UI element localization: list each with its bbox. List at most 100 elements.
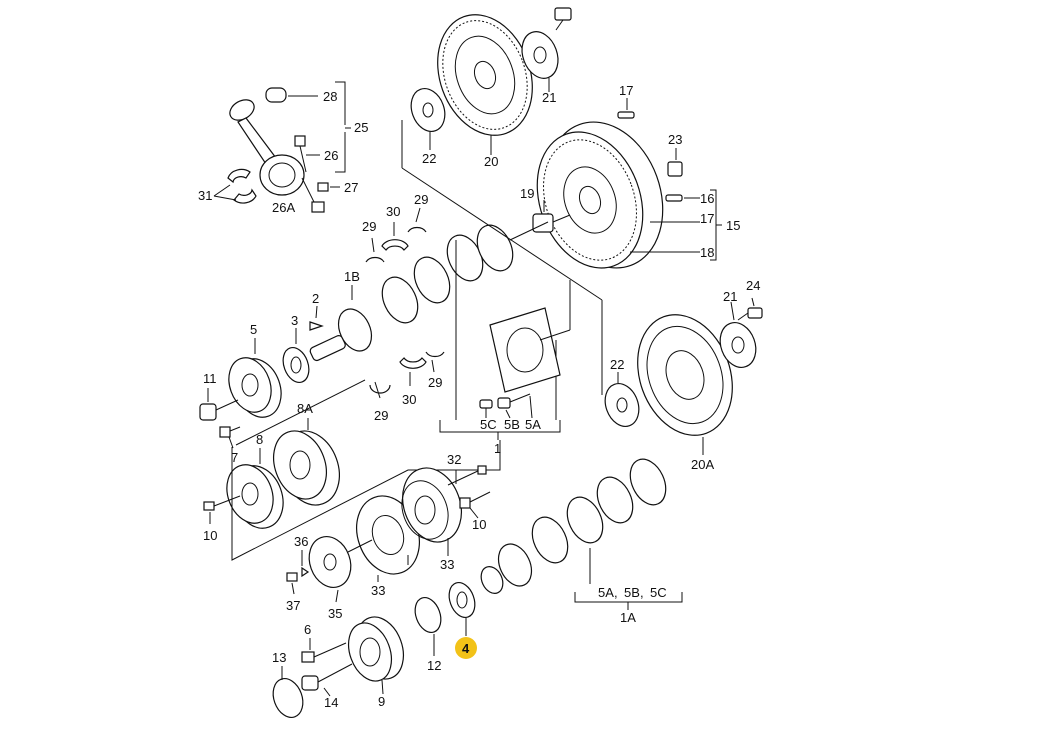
label-11: 11 [203, 371, 217, 386]
plate-22-right [604, 383, 640, 427]
crankshaft-lower [480, 458, 667, 594]
label-22-right: 22 [610, 357, 624, 372]
label-1: 1 [494, 441, 501, 456]
bolt-6 [301, 642, 347, 663]
label-20: 20 [484, 154, 498, 169]
label-21-top: 21 [542, 90, 556, 105]
pulley-5 [228, 357, 282, 418]
label-17-top: 17 [619, 83, 633, 98]
highlight-callout-4[interactable]: 4 [455, 637, 477, 659]
label-18: 18 [700, 245, 714, 260]
label-26A: 26A [272, 200, 295, 215]
vibration-damper-8A [273, 430, 340, 506]
sep-comma-2: , [640, 585, 644, 600]
hub-35 [308, 536, 373, 588]
nut-37 [286, 572, 298, 582]
label-29-b: 29 [414, 192, 428, 207]
plate-21-right [719, 322, 757, 368]
label-9: 9 [378, 694, 385, 709]
sprocket-4 [448, 581, 476, 619]
pin-16 [665, 194, 683, 202]
label-35: 35 [328, 606, 342, 621]
bolt-10-right [459, 491, 491, 509]
label-29-d: 29 [374, 408, 388, 423]
label-30-a: 30 [386, 204, 400, 219]
label-10-right: 10 [472, 517, 486, 532]
sep-comma-1: , [614, 585, 618, 600]
washer-12 [414, 596, 442, 634]
bolt-14 [301, 663, 353, 691]
bolt-23 [667, 161, 683, 177]
label-28: 28 [323, 89, 337, 104]
bolt-7 [219, 426, 241, 438]
bolt-11 [199, 399, 239, 421]
label-29-c: 29 [428, 375, 442, 390]
nut-27 [317, 182, 329, 192]
label-16: 16 [700, 191, 714, 206]
label-8A: 8A [297, 401, 313, 416]
bearing-shells-29-30-lower [369, 351, 445, 394]
label-5C: 5C [480, 417, 497, 432]
label-20A: 20A [691, 457, 714, 472]
vibration-damper-8 [226, 464, 284, 529]
label-4: 4 [462, 641, 470, 656]
label-5: 5 [250, 322, 257, 337]
label-37: 37 [286, 598, 300, 613]
bolt-26 [294, 135, 320, 173]
label-29-a: 29 [362, 219, 376, 234]
label-8: 8 [256, 432, 263, 447]
bolt-32 [447, 465, 487, 486]
bearing-19 [532, 213, 571, 233]
key-2 [309, 321, 324, 331]
label-5A-b: 5A [598, 585, 614, 600]
bolt-24 [737, 307, 763, 321]
bushing-28 [265, 87, 287, 103]
label-5B: 5B [504, 417, 520, 432]
label-21-right: 21 [723, 289, 737, 304]
label-36: 36 [294, 534, 308, 549]
label-33-b: 33 [440, 557, 454, 572]
bearing-shells-29-30-upper [365, 226, 427, 263]
label-7: 7 [231, 450, 238, 465]
label-32: 32 [447, 452, 461, 467]
label-14: 14 [324, 695, 338, 710]
label-1B: 1B [344, 269, 360, 284]
plate-21-top [521, 31, 559, 79]
label-27: 27 [344, 180, 358, 195]
pulley-9 [347, 616, 404, 682]
cap-13 [272, 678, 304, 718]
label-5B-b: 5B [624, 585, 640, 600]
highlight-marker [455, 637, 477, 659]
label-17: 17 [700, 211, 714, 226]
label-19: 19 [520, 186, 534, 201]
bearing-shells-31 [227, 168, 257, 204]
plate-22-top [410, 88, 446, 132]
label-10-left: 10 [203, 528, 217, 543]
dual-mass-flywheel [536, 121, 664, 269]
pin-17 [617, 111, 635, 119]
label-15: 15 [726, 218, 740, 233]
connecting-rod [229, 99, 305, 196]
label-23: 23 [668, 132, 682, 147]
part-labels: 28 25 26 27 31 26A 21 22 20 17 23 16 17 … [198, 83, 760, 710]
label-1A: 1A [620, 610, 636, 625]
label-26: 26 [324, 148, 338, 163]
label-2: 2 [312, 291, 319, 306]
label-31: 31 [198, 188, 212, 203]
drive-plate-20A [637, 314, 733, 436]
label-5A: 5A [525, 417, 541, 432]
label-3: 3 [291, 313, 298, 328]
label-6: 6 [304, 622, 311, 637]
bolts-5B-5C [479, 393, 531, 409]
label-25: 25 [354, 120, 368, 135]
label-12: 12 [427, 658, 441, 673]
clip-36 [301, 566, 310, 578]
label-24: 24 [746, 278, 760, 293]
damper-plate-33-b [401, 467, 462, 543]
bolt-26A [301, 177, 325, 213]
label-22-top: 22 [422, 151, 436, 166]
bolt-top [554, 7, 572, 31]
label-13: 13 [272, 650, 286, 665]
trigger-wheel-5A [489, 307, 561, 393]
